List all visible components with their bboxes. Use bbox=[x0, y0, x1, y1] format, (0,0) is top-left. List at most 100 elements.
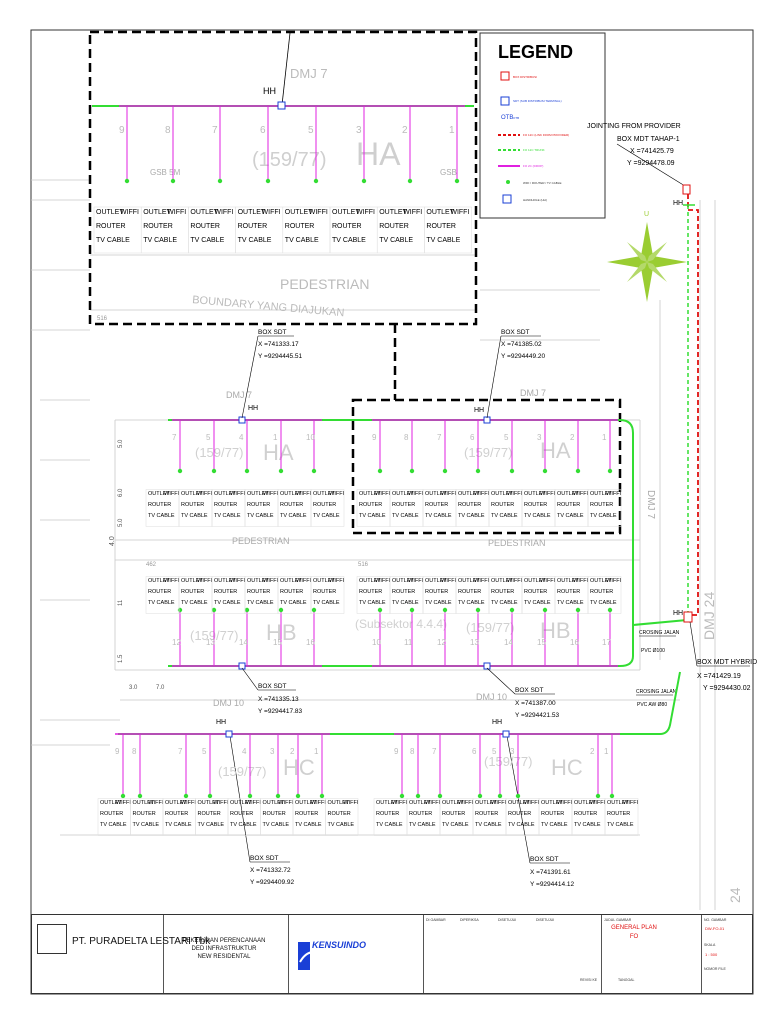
trunk-green-middle bbox=[168, 419, 634, 667]
outlet-label: OUTLET bbox=[458, 491, 480, 497]
wifi-label: WIFFI bbox=[262, 209, 281, 216]
sdt-label: BOX SDT bbox=[501, 329, 530, 336]
tb-header-4: JUDUL GAMBAR bbox=[604, 918, 632, 922]
wifi-label: WIFFI bbox=[278, 800, 293, 806]
outlet-dot bbox=[278, 607, 284, 613]
dim-label-3: 4.0 bbox=[109, 536, 116, 546]
router-label: ROUTER bbox=[392, 502, 415, 508]
tv-cable-label: TV CABLE bbox=[238, 237, 272, 244]
tv-cable-label: TV CABLE bbox=[181, 600, 208, 606]
router-label: ROUTER bbox=[425, 502, 448, 508]
lot-number: 3 bbox=[537, 433, 542, 442]
router-label: ROUTER bbox=[359, 589, 382, 595]
router-label: ROUTER bbox=[379, 223, 409, 230]
sdt-y: Y =9294409.92 bbox=[250, 879, 295, 886]
outlet-dot bbox=[311, 468, 317, 474]
router-label: ROUTER bbox=[458, 502, 481, 508]
tv-cable-label: TV CABLE bbox=[607, 822, 634, 828]
wifi-label: WIFFI bbox=[197, 578, 212, 584]
outlet-label: OUTLET bbox=[475, 800, 497, 806]
lot-number: 5 bbox=[202, 747, 207, 756]
company-name: PT. PURADELTA LESTARI Tbk bbox=[72, 936, 211, 947]
wifi-label: WIFFI bbox=[356, 209, 375, 216]
tv-cable-label: TV CABLE bbox=[190, 237, 224, 244]
block-label-hc-right: HC bbox=[551, 755, 583, 780]
outlet-dot bbox=[607, 607, 613, 613]
hh-label-top: HH bbox=[263, 86, 276, 96]
title-block-cell-company bbox=[32, 915, 164, 993]
sdt-x: X =741333.17 bbox=[258, 341, 299, 348]
sdt-y: Y =9294414.12 bbox=[530, 881, 575, 888]
lot-number: 14 bbox=[239, 638, 248, 647]
wifi-label: WIFFI bbox=[230, 578, 245, 584]
outlet-dot bbox=[313, 178, 319, 184]
hybrid-box-icon bbox=[683, 611, 693, 623]
wifi-label: WIFFI bbox=[441, 578, 456, 584]
outlet-label: OUTLET bbox=[392, 578, 414, 584]
wifi-label: WIFFI bbox=[343, 800, 358, 806]
hh-label-bot-left: HH bbox=[216, 719, 226, 726]
lot-number: 13 bbox=[470, 638, 479, 647]
wifi-label: WIFFI bbox=[214, 209, 233, 216]
router-label: ROUTER bbox=[165, 811, 188, 817]
outlet-dot bbox=[177, 607, 183, 613]
lot-number: 1 bbox=[314, 747, 319, 756]
outlet-dot bbox=[607, 468, 613, 474]
outlet-label: OUTLET bbox=[133, 800, 155, 806]
sdt-y: Y =9294449.20 bbox=[501, 353, 546, 360]
tv-cable-label: TV CABLE bbox=[214, 513, 241, 519]
outlet-dot bbox=[124, 178, 130, 184]
outlet-dot bbox=[399, 793, 405, 799]
wifi-label: WIFFI bbox=[458, 800, 473, 806]
outlet-dot bbox=[265, 178, 271, 184]
tv-cable-label: TV CABLE bbox=[426, 237, 460, 244]
tv-cable-label: TV CABLE bbox=[96, 237, 130, 244]
outlet-dot bbox=[207, 793, 213, 799]
wifi-label: WIFFI bbox=[164, 578, 179, 584]
outlet-label: OUTLET bbox=[247, 578, 269, 584]
project-line-1: PEKERJAAN PERENCANAAN bbox=[182, 938, 266, 944]
outlet-cell-frame bbox=[325, 798, 359, 836]
drawing-title-line-2: FO bbox=[629, 934, 639, 940]
project-line-2: DED INFRASTRUKTUR bbox=[191, 946, 257, 952]
outlet-dot bbox=[509, 468, 515, 474]
lot-number: 8 bbox=[410, 747, 415, 756]
street-label-dmj7-mid-right: DMJ 7 bbox=[520, 388, 546, 398]
router-label: ROUTER bbox=[313, 502, 336, 508]
outlet-cell-frame bbox=[310, 489, 345, 527]
legend-item-5: FO 2C (DROP) bbox=[523, 164, 543, 168]
lot-number: 1 bbox=[602, 433, 607, 442]
router-label: ROUTER bbox=[574, 811, 597, 817]
tv-cable-label: TV CABLE bbox=[280, 600, 307, 606]
outlet-dot bbox=[442, 468, 448, 474]
tv-cable-label: TV CABLE bbox=[230, 822, 257, 828]
outlet-dot bbox=[454, 178, 460, 184]
dim-label-4: 11 bbox=[118, 599, 124, 606]
tv-cable-label: TV CABLE bbox=[313, 600, 340, 606]
tv-cable-label: TV CABLE bbox=[148, 600, 175, 606]
provider-box-label: BOX MDT TAHAP-1 bbox=[617, 136, 680, 143]
router-label: ROUTER bbox=[491, 589, 514, 595]
lot-number: 9 bbox=[115, 747, 120, 756]
sdt-label: BOX SDT bbox=[250, 855, 279, 862]
hh-label-bot-right: HH bbox=[492, 719, 502, 726]
provider-joint-label: JOINTING FROM PROVIDER bbox=[587, 123, 681, 130]
tv-cable-label: TV CABLE bbox=[100, 822, 127, 828]
consultant-name: KENSUINDO bbox=[312, 940, 367, 950]
